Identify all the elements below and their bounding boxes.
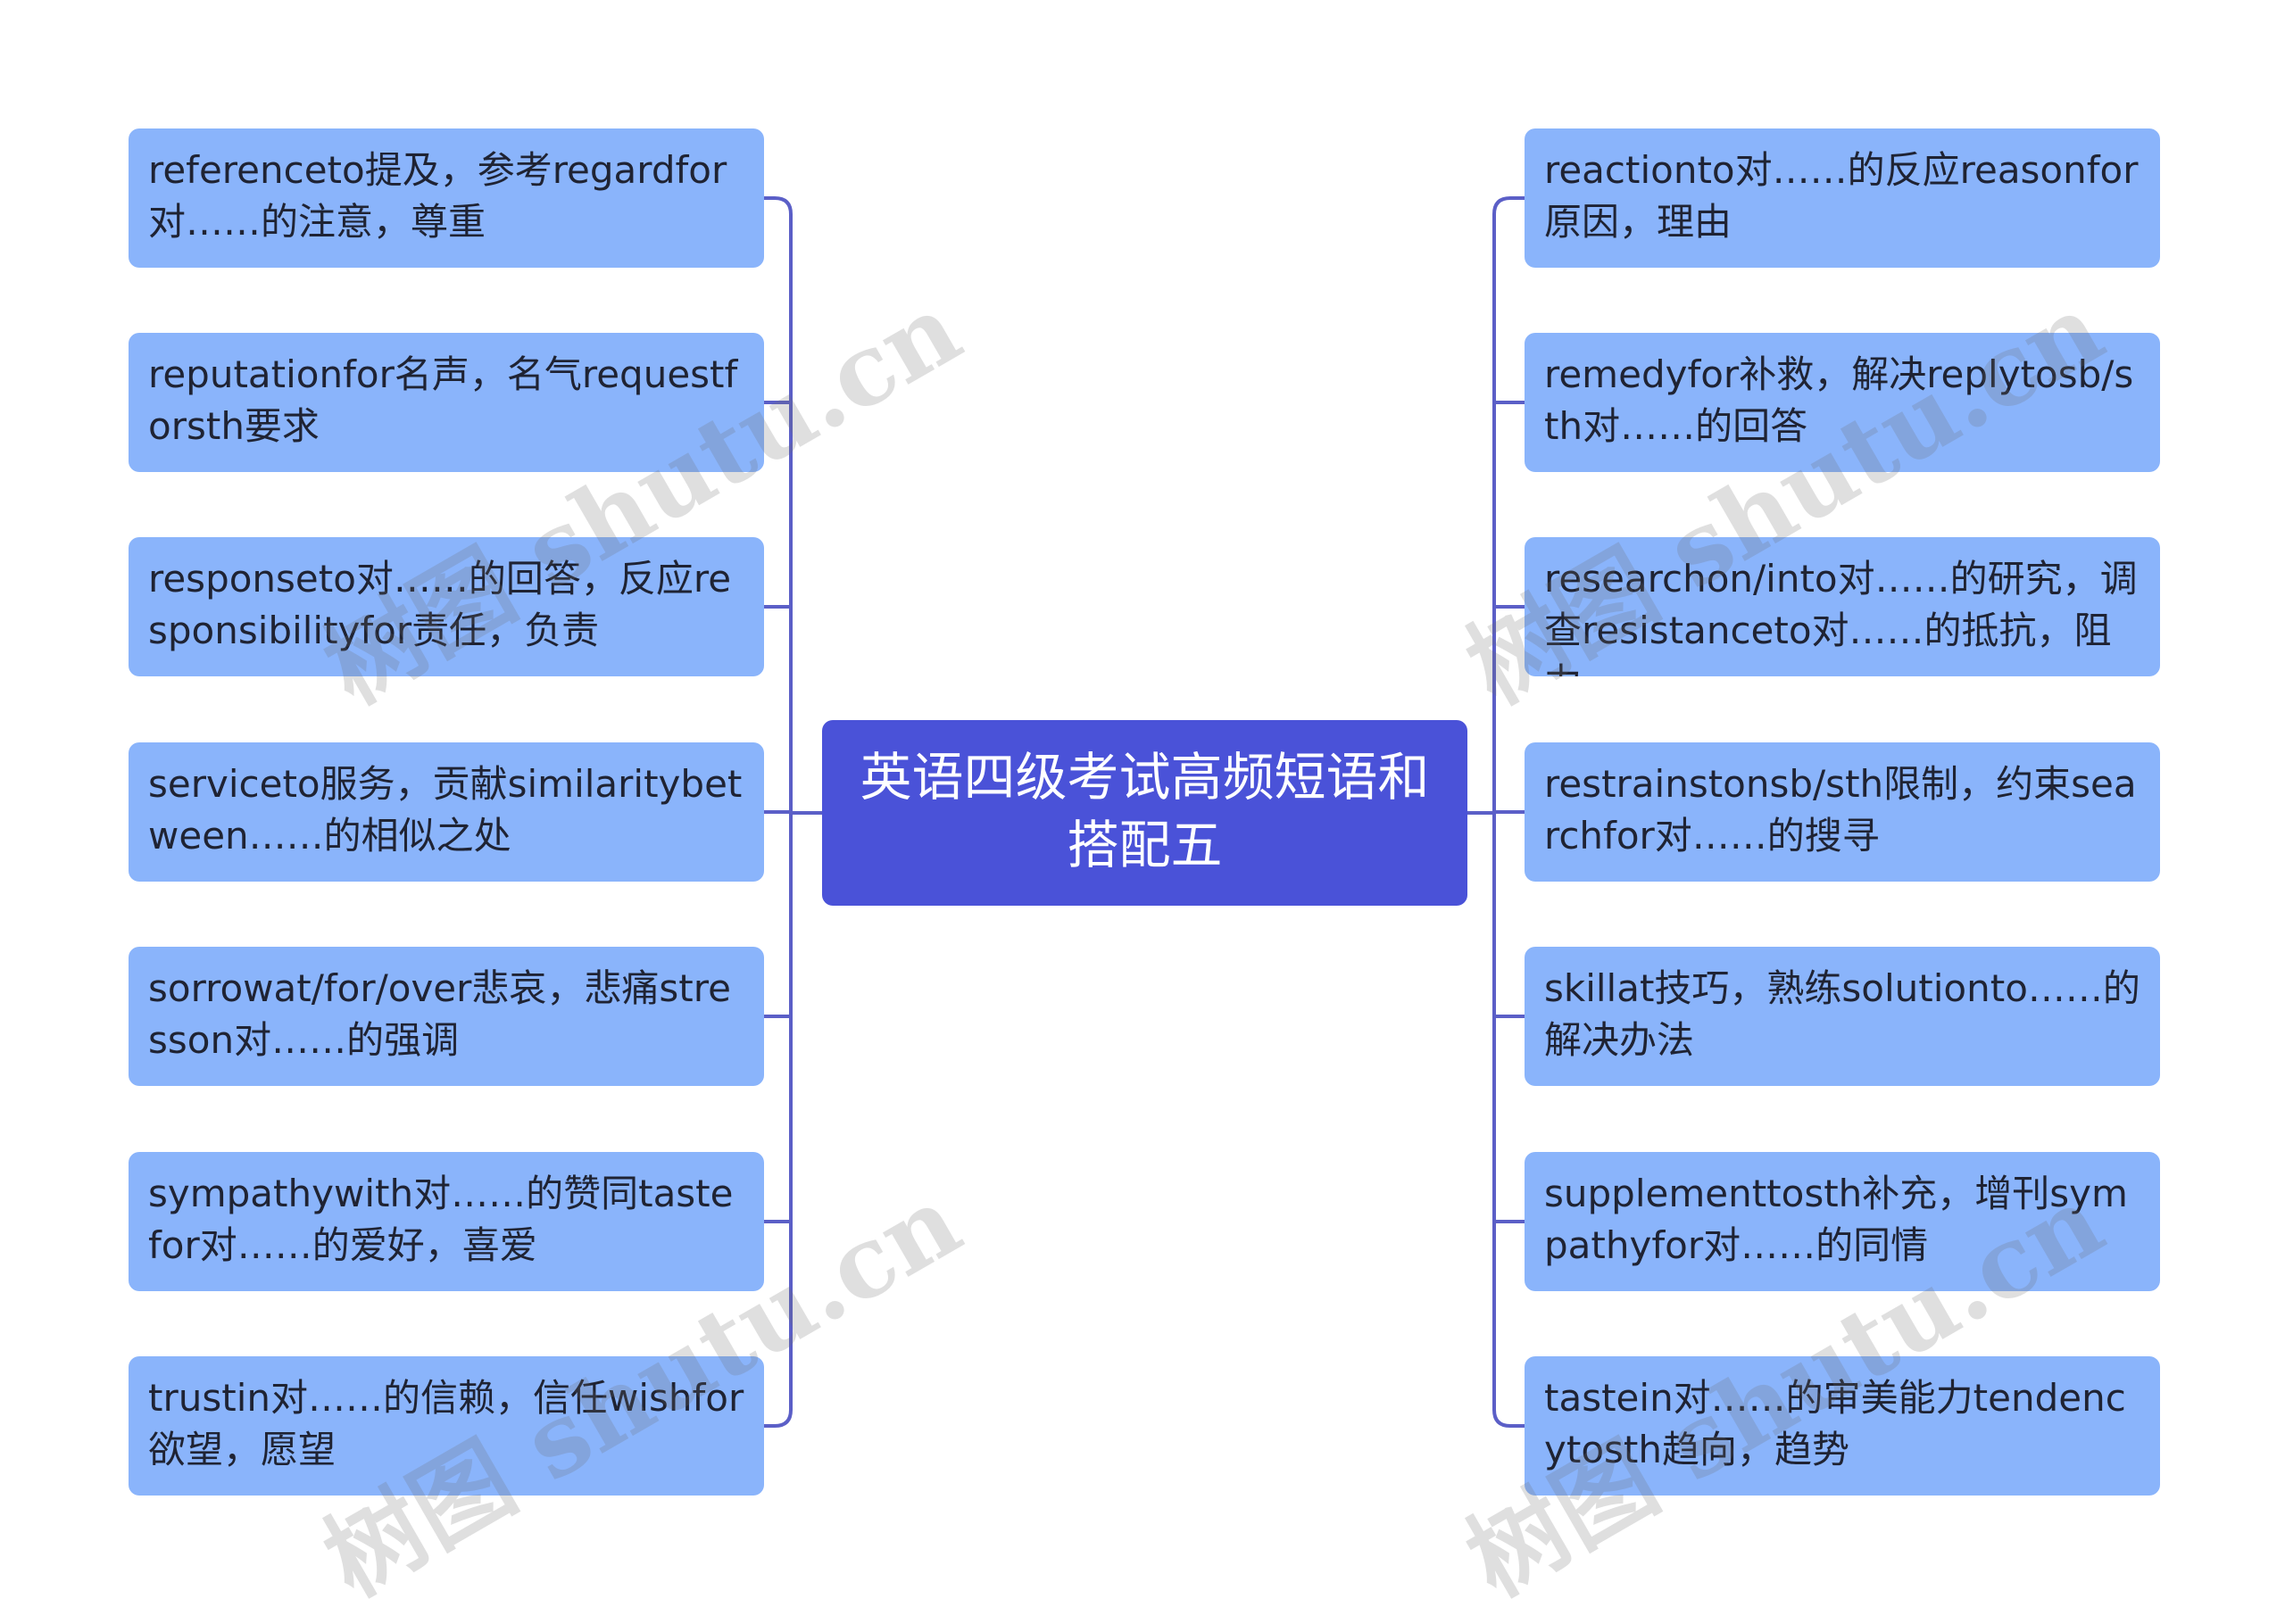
right-node-4[interactable]: restrainstonsb/sth限制，约束searchfor对……的搜寻 bbox=[1525, 742, 2160, 882]
left-node-1[interactable]: referenceto提及，参考regardfor对……的注意，尊重 bbox=[129, 128, 764, 268]
right-node-3[interactable]: researchon/into对……的研究，调查resistanceto对……的… bbox=[1525, 537, 2160, 676]
left-node-3[interactable]: responseto对……的回答，反应responsibilityfor责任，负… bbox=[129, 537, 764, 676]
right-branch-1 bbox=[1492, 196, 1525, 215]
center-topic[interactable]: 英语四级考试高频短语和搭配五 bbox=[822, 720, 1467, 906]
right-branch-7 bbox=[1492, 1409, 1525, 1428]
left-branch-7 bbox=[764, 1409, 793, 1428]
left-branch-1 bbox=[764, 196, 793, 215]
left-node-2[interactable]: reputationfor名声，名气requestforsth要求 bbox=[129, 333, 764, 472]
left-node-6[interactable]: sympathywith对……的赞同tastefor对……的爱好，喜爱 bbox=[129, 1152, 764, 1291]
left-node-5[interactable]: sorrowat/for/over悲哀，悲痛stresson对……的强调 bbox=[129, 947, 764, 1086]
right-node-5[interactable]: skillat技巧，熟练solutionto……的解决办法 bbox=[1525, 947, 2160, 1086]
right-node-6[interactable]: supplementtosth补充，增刊sympathyfor对……的同情 bbox=[1525, 1152, 2160, 1291]
right-node-2[interactable]: remedyfor补救，解决replytosb/sth对……的回答 bbox=[1525, 333, 2160, 472]
left-node-4[interactable]: serviceto服务，贡献similaritybetween……的相似之处 bbox=[129, 742, 764, 882]
right-node-7[interactable]: tastein对……的审美能力tendencytosth趋向，趋势 bbox=[1525, 1356, 2160, 1496]
left-node-7[interactable]: trustin对……的信赖，信任wishfor欲望，愿望 bbox=[129, 1356, 764, 1496]
right-node-1[interactable]: reactionto对……的反应reasonfor原因，理由 bbox=[1525, 128, 2160, 268]
